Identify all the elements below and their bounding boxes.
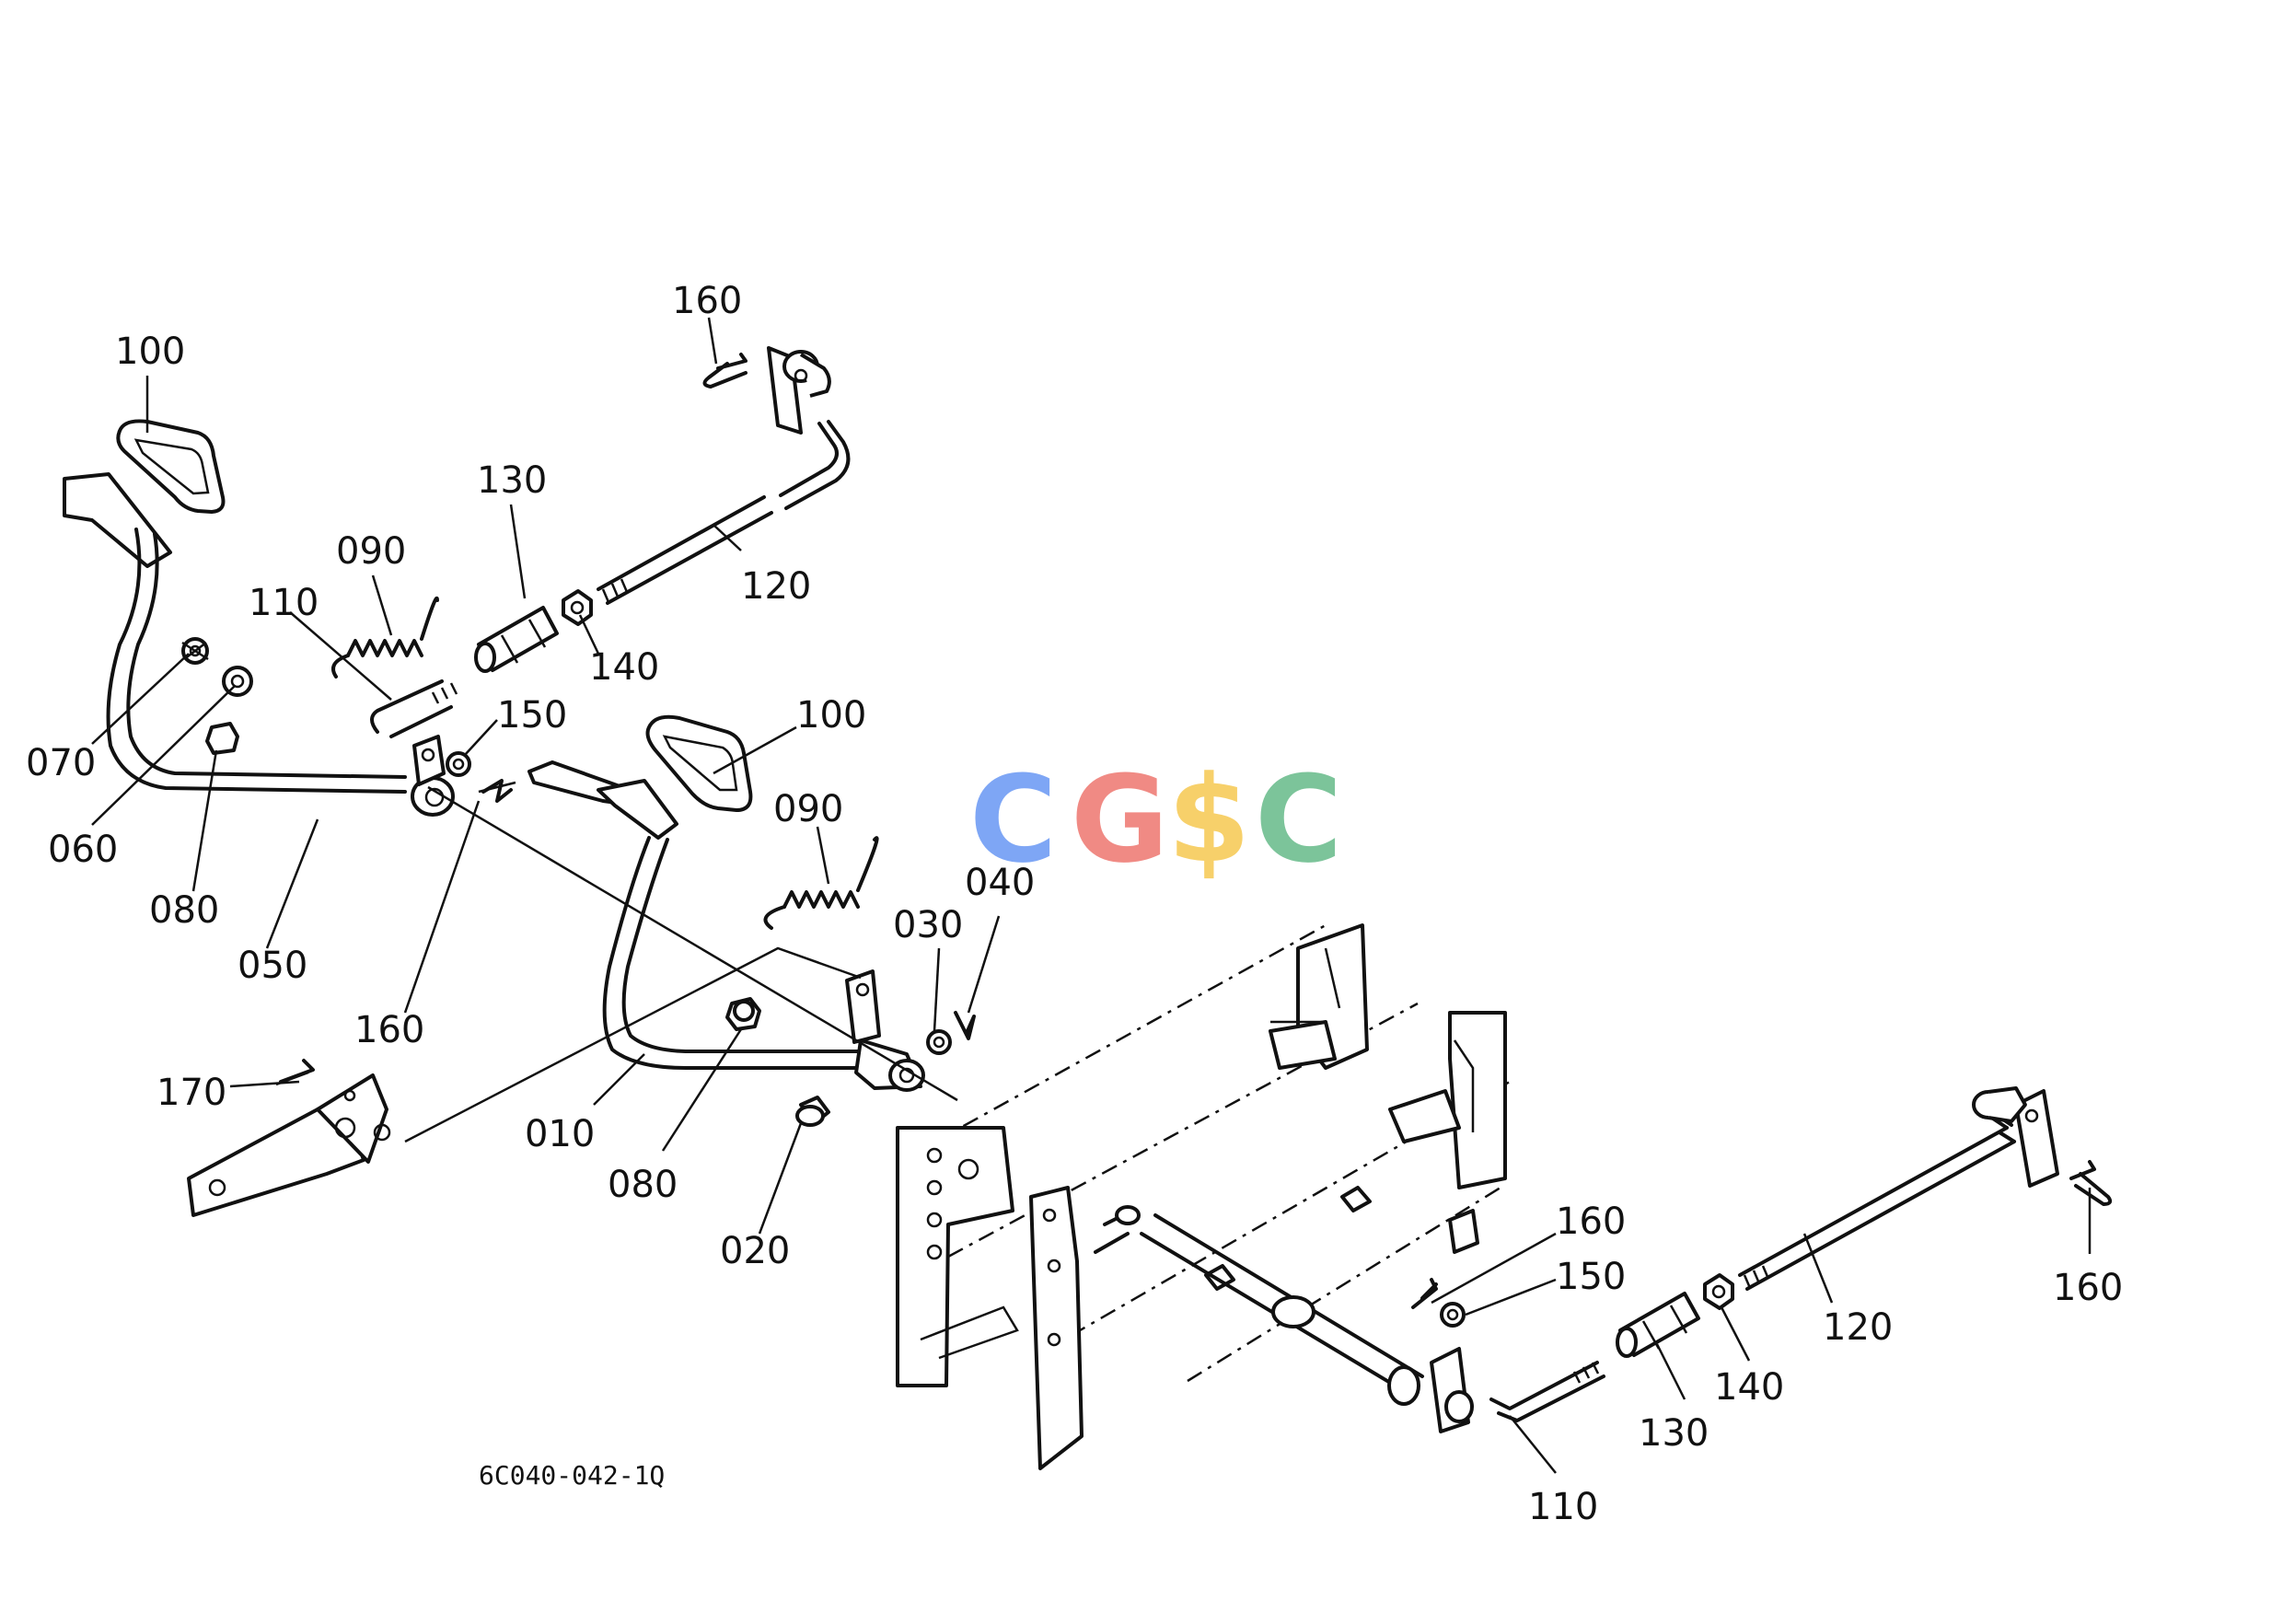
upper-linkage-rod	[370, 420, 851, 738]
part-label: 090	[336, 530, 406, 573]
part-label: 020	[720, 1230, 790, 1272]
part-label: 090	[773, 788, 843, 830]
part-label: 040	[965, 862, 1035, 904]
diagram-code: 6C040-042-1Q	[479, 1460, 665, 1491]
watermark-letter: G	[1071, 749, 1169, 889]
part-label: 130	[1639, 1412, 1709, 1455]
part-label: 120	[741, 565, 811, 608]
left-brake-pedal	[63, 419, 455, 817]
part-label: 160	[2053, 1267, 2123, 1309]
upper-switch-bracket	[702, 346, 831, 435]
part-label: 140	[589, 646, 659, 689]
center-hardware	[795, 1011, 976, 1127]
part-label: 120	[1823, 1306, 1893, 1349]
leader-lines	[91, 317, 2092, 1474]
part-label: 080	[149, 889, 219, 932]
lower-switch-bracket	[1972, 1086, 2113, 1206]
part-label: 140	[1714, 1366, 1784, 1409]
main-frame	[896, 923, 1511, 1470]
part-label: 060	[48, 829, 118, 871]
center-return-spring	[763, 836, 879, 930]
part-label: 160	[672, 280, 742, 322]
lower-linkage-rod	[1489, 1114, 2016, 1422]
part-label: 100	[115, 331, 185, 373]
part-label: 150	[1556, 1256, 1626, 1298]
part-label: 030	[893, 904, 963, 946]
part-label: 070	[26, 742, 96, 784]
part-label: 170	[156, 1072, 226, 1114]
part-label: 050	[238, 945, 307, 987]
part-label: 130	[477, 459, 547, 502]
left-mount-bracket	[187, 1059, 391, 1217]
part-label: 160	[1556, 1201, 1626, 1243]
watermark-letter: C	[1255, 749, 1342, 889]
part-label: 080	[608, 1164, 678, 1206]
part-label: 010	[525, 1113, 595, 1155]
watermark-letter: C	[969, 749, 1057, 889]
right-brake-pedal	[527, 714, 925, 1092]
part-label: 150	[497, 694, 567, 737]
part-label: 100	[796, 694, 866, 737]
part-label: 110	[1528, 1486, 1598, 1528]
part-labels: 100 160 130 090 110 120 140 150 100 070 …	[26, 280, 2123, 1528]
watermark-letter: $	[1167, 749, 1250, 889]
part-label: 160	[354, 1009, 424, 1051]
left-hardware	[181, 637, 516, 803]
upper-return-spring	[331, 597, 439, 679]
part-label: 110	[249, 582, 319, 624]
watermark: C G $ C	[969, 749, 1342, 889]
